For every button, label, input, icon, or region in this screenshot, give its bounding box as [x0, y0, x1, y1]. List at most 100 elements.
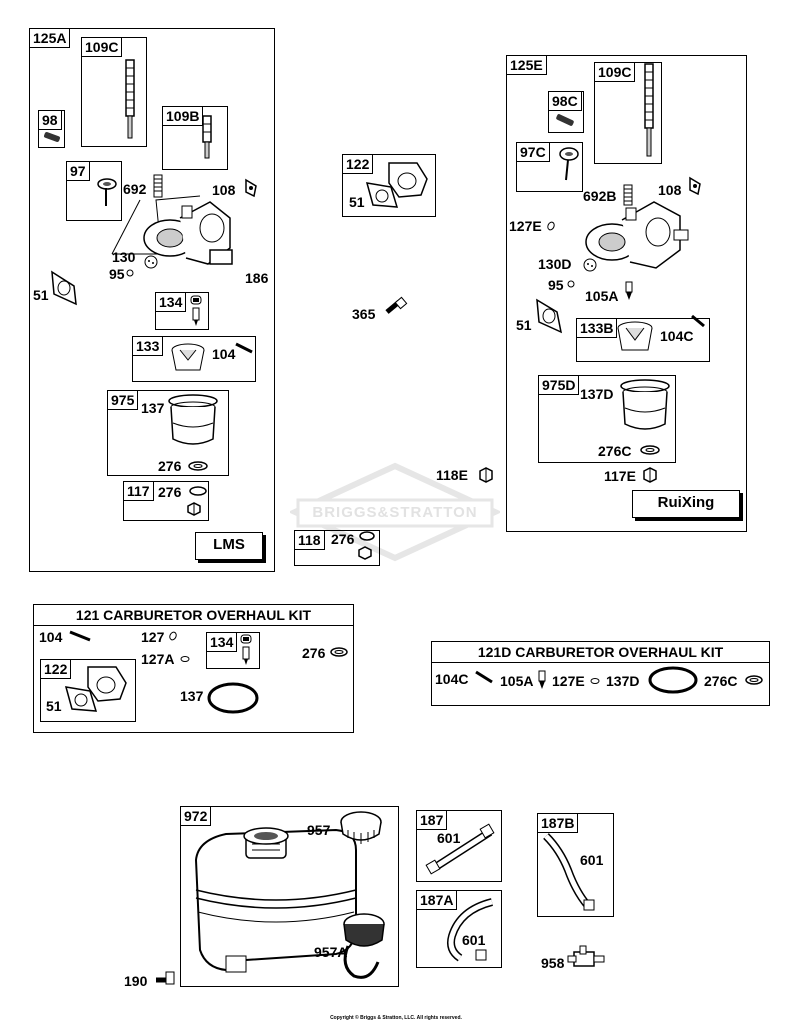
gasket-icon	[51, 270, 77, 306]
needle-icon	[538, 670, 546, 689]
pin-icon	[691, 314, 705, 328]
bowl-nut-icon	[187, 502, 201, 516]
subgroup-187a-title[interactable]: 187A	[416, 890, 458, 910]
subgroup-187-title[interactable]: 187	[416, 810, 448, 830]
subgroup-98-title[interactable]: 98	[38, 110, 62, 130]
label-51: 51	[46, 698, 62, 714]
label-692: 692	[123, 181, 147, 197]
label-276-a: 276	[158, 458, 182, 474]
gasket-icon	[536, 298, 563, 334]
subgroup-117	[123, 481, 209, 521]
label-104c: 104C	[660, 328, 694, 344]
label-108: 108	[212, 182, 236, 198]
subgroup-133b-title[interactable]: 133B	[576, 318, 618, 338]
label-137d: 137D	[580, 386, 614, 402]
clip-icon	[245, 178, 257, 198]
washer-icon	[330, 647, 348, 657]
group-125e-title[interactable]: 125E	[506, 55, 547, 75]
brand-tag-ruixing: RuiXing	[632, 490, 740, 518]
washer-icon	[188, 461, 208, 471]
choke-lever-icon	[559, 147, 579, 181]
label-130d: 130D	[538, 256, 572, 272]
subgroup-187	[416, 810, 502, 882]
subgroup-109c-title[interactable]: 109C	[81, 37, 123, 57]
label-137: 137	[141, 400, 165, 416]
subgroup-122-title[interactable]: 122	[342, 154, 374, 174]
screw-icon	[556, 114, 574, 126]
subgroup-975-title[interactable]: 975	[107, 390, 139, 410]
label-105a: 105A	[500, 673, 534, 689]
label-957: 957	[307, 822, 331, 838]
subgroup-97-title[interactable]: 97	[66, 161, 90, 181]
subgroup-133-title[interactable]: 133	[132, 336, 164, 356]
copyright-text: Copyright © Briggs & Stratton, LLC. All …	[330, 1015, 462, 1021]
subgroup-134-title[interactable]: 134	[206, 632, 238, 652]
fuel-cap-icon	[340, 811, 382, 844]
float-icon	[617, 321, 653, 351]
label-117e: 117E	[604, 468, 636, 484]
jet-icon	[169, 631, 177, 641]
washer-icon	[640, 445, 660, 455]
group-972-title[interactable]: 972	[180, 806, 212, 826]
o-ring-icon	[180, 656, 190, 662]
subgroup-134-title[interactable]: 134	[155, 292, 187, 312]
subgroup-122-title[interactable]: 122	[40, 659, 72, 679]
subgroup-122	[342, 154, 436, 217]
group-125a-title[interactable]: 125A	[29, 28, 71, 48]
subgroup-975d	[538, 375, 676, 463]
gasket-ring-icon	[648, 666, 698, 694]
fuel-pickup-icon	[644, 63, 654, 157]
subgroup-97	[66, 161, 122, 221]
group-125a	[29, 28, 275, 572]
fuel-tank-icon	[194, 827, 357, 973]
choke-plate-icon	[583, 258, 597, 272]
needle-valve-icon	[240, 634, 252, 665]
washer-icon	[359, 531, 375, 541]
subgroup-117-title[interactable]: 117	[123, 481, 154, 501]
pin-icon	[235, 342, 253, 354]
label-127a: 127A	[141, 651, 175, 667]
clip-icon	[689, 176, 701, 196]
label-601: 601	[437, 830, 461, 846]
spring-icon	[623, 184, 633, 206]
subgroup-118-title[interactable]: 118	[294, 530, 325, 550]
label-95: 95	[548, 277, 564, 293]
label-104c: 104C	[435, 671, 469, 687]
subgroup-187a	[416, 890, 502, 968]
subgroup-975d-title[interactable]: 975D	[538, 375, 580, 395]
washer-icon	[189, 486, 207, 496]
label-137d: 137D	[606, 673, 640, 689]
label-276-b: 276	[158, 484, 182, 500]
subgroup-187b-title[interactable]: 187B	[537, 813, 579, 833]
label-105a: 105A	[585, 288, 619, 304]
label-957a: 957A	[314, 944, 348, 960]
label-276c: 276C	[598, 443, 632, 459]
label-137: 137	[180, 688, 204, 704]
label-51: 51	[349, 194, 365, 210]
bolt-icon	[385, 296, 408, 314]
subgroup-98c-title[interactable]: 98C	[548, 91, 582, 111]
kit-121-title: 121 CARBURETOR OVERHAUL KIT	[34, 605, 353, 626]
label-601: 601	[580, 852, 604, 868]
subgroup-97c-title[interactable]: 97C	[516, 142, 550, 162]
subgroup-975	[107, 390, 229, 476]
choke-lever-icon	[97, 178, 117, 206]
float-bowl-icon	[620, 379, 670, 430]
pin-icon	[475, 670, 493, 684]
label-127e: 127E	[552, 673, 585, 689]
label-186: 186	[245, 270, 269, 286]
group-125e	[506, 55, 747, 532]
float-bowl-icon	[168, 394, 218, 445]
label-276c: 276C	[704, 673, 738, 689]
watermark: BRIGGS&STRATTON	[290, 462, 500, 562]
label-127: 127	[141, 629, 165, 645]
subgroup-109b-title[interactable]: 109B	[162, 106, 204, 126]
bowl-nut-icon	[643, 467, 657, 483]
label-190: 190	[124, 973, 148, 989]
label-51: 51	[516, 317, 532, 333]
bowl-nut-icon	[479, 467, 493, 483]
kit-121d: 121D CARBURETOR OVERHAUL KIT	[431, 641, 770, 706]
needle-valve-icon	[190, 295, 202, 326]
subgroup-109c-title[interactable]: 109C	[594, 62, 636, 82]
washer-icon	[745, 675, 763, 685]
